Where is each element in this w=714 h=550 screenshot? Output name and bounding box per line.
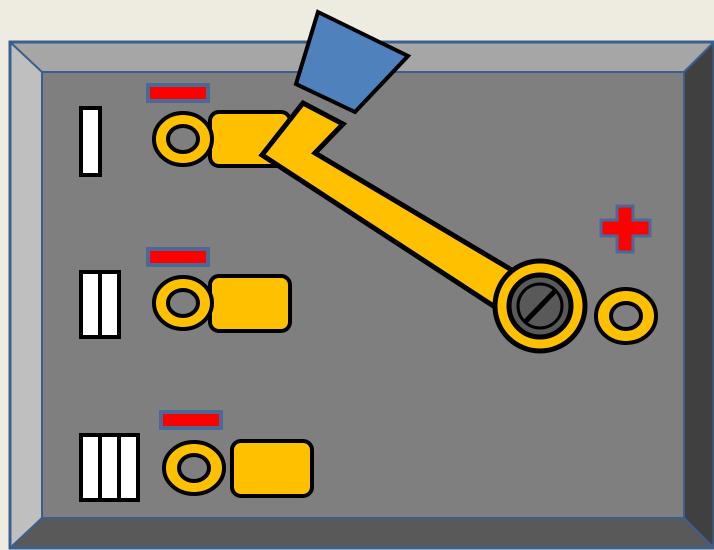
panel-bevel-left bbox=[10, 42, 42, 548]
terminal-3 bbox=[79, 410, 314, 502]
common-terminal-ring-icon bbox=[594, 287, 658, 345]
panel-bevel-bottom bbox=[10, 518, 714, 548]
terminal-1 bbox=[79, 83, 292, 177]
roman-numeral-one-icon bbox=[79, 106, 102, 177]
roman-numeral-two-icon bbox=[79, 270, 121, 339]
plus-sign-icon bbox=[599, 204, 652, 254]
terminal-2-lug-icon bbox=[152, 274, 292, 333]
minus-sign-icon bbox=[146, 83, 210, 103]
roman-numeral-three-icon bbox=[79, 433, 140, 502]
common-terminal bbox=[594, 204, 658, 345]
switch-lever[interactable] bbox=[258, 9, 588, 354]
panel-bevel-right bbox=[684, 42, 714, 548]
terminal-3-lug-icon bbox=[162, 439, 314, 498]
lever-handle-icon[interactable] bbox=[293, 9, 412, 115]
minus-sign-icon bbox=[159, 410, 223, 430]
pivot-screw-icon bbox=[492, 258, 588, 354]
terminal-2 bbox=[79, 247, 292, 339]
minus-sign-icon bbox=[146, 247, 210, 267]
panel-bevel-corners bbox=[9, 41, 714, 549]
